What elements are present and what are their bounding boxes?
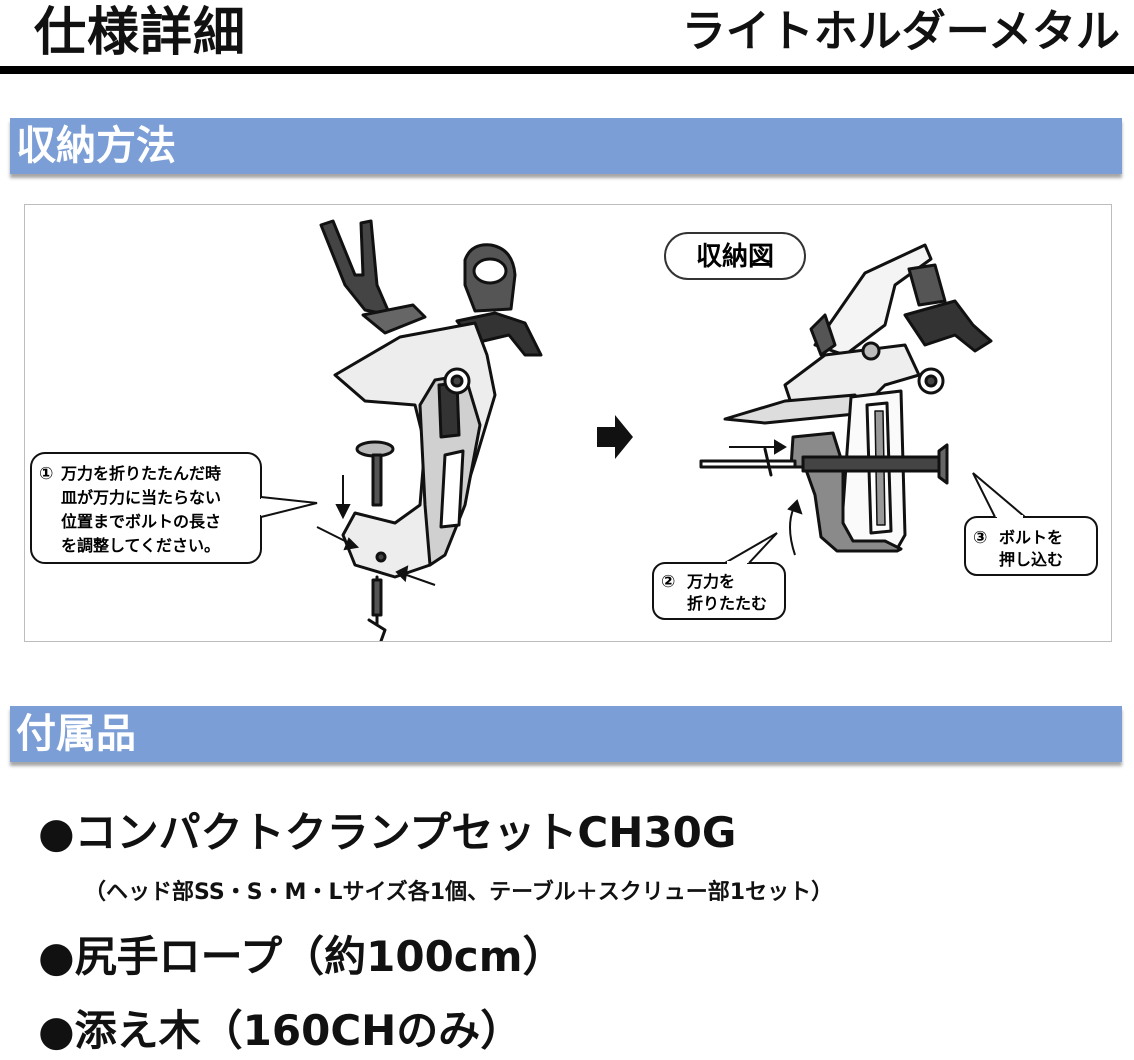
callout-step3: ③ ボルトを 押し込む [964,472,1098,576]
accessory-item: ●尻手ロープ（約100cm） [38,932,564,982]
page-title: 仕様詳細 [34,3,247,63]
step2-number: ② [661,572,675,592]
step1-line: を調整してください。 [61,536,220,555]
accessory-item-text: 尻手ロープ（約100cm） [74,932,565,981]
bullet: ● [38,808,75,857]
pressure-arrows [316,475,436,586]
holder-folded-illustration [699,243,993,553]
section-title-accessories: 付属品 [16,711,136,757]
callout-step1: ① 万力を折りたたんだ時 皿が万力に当たらない 位置までボルトの長さ を調整して… [30,452,318,564]
storage-figure-label: 収納図 [664,232,806,280]
storage-figure-label-text: 収納図 [696,241,774,272]
section-title-storage: 収納方法 [16,123,176,169]
accessory-item: ●コンパクトクランプセットCH30G [38,808,736,858]
callout-step2: ② 万力を 折りたたむ [652,532,786,620]
section-header-storage: 収納方法 [10,118,1122,174]
accessory-item: ●添え木（160CHのみ） [38,1006,522,1056]
product-name: ライトホルダーメタル [681,6,1120,57]
step3-number: ③ [973,528,987,548]
step1-number: ① [39,464,53,484]
title-divider [0,66,1134,74]
bullet: ● [38,932,75,981]
step2-line: 折りたたむ [687,594,767,613]
step1-line: 位置までボルトの長さ [61,512,221,531]
bullet: ● [38,1006,75,1055]
accessory-item-note: （ヘッド部SS・S・M・Lサイズ各1個、テーブル＋スクリュー部1セット） [84,880,834,905]
arrow-right-icon [597,415,633,459]
step2-line: 万力を [686,572,735,591]
step3-line: 押し込む [999,550,1063,569]
step1-line: 万力を折りたたんだ時 [60,464,221,483]
storage-diagram: ① 万力を折りたたんだ時 皿が万力に当たらない 位置までボルトの長さ を調整して… [24,204,1112,642]
step1-line: 皿が万力に当たらない [61,488,221,507]
holder-unfolded-illustration [319,219,543,641]
accessory-item-text: コンパクトクランプセットCH30G [74,808,737,857]
section-header-accessories: 付属品 [10,706,1122,762]
step3-line: ボルトを [999,528,1063,547]
insert-arrow [729,439,803,556]
accessory-item-text: 添え木（160CHのみ） [74,1006,523,1055]
